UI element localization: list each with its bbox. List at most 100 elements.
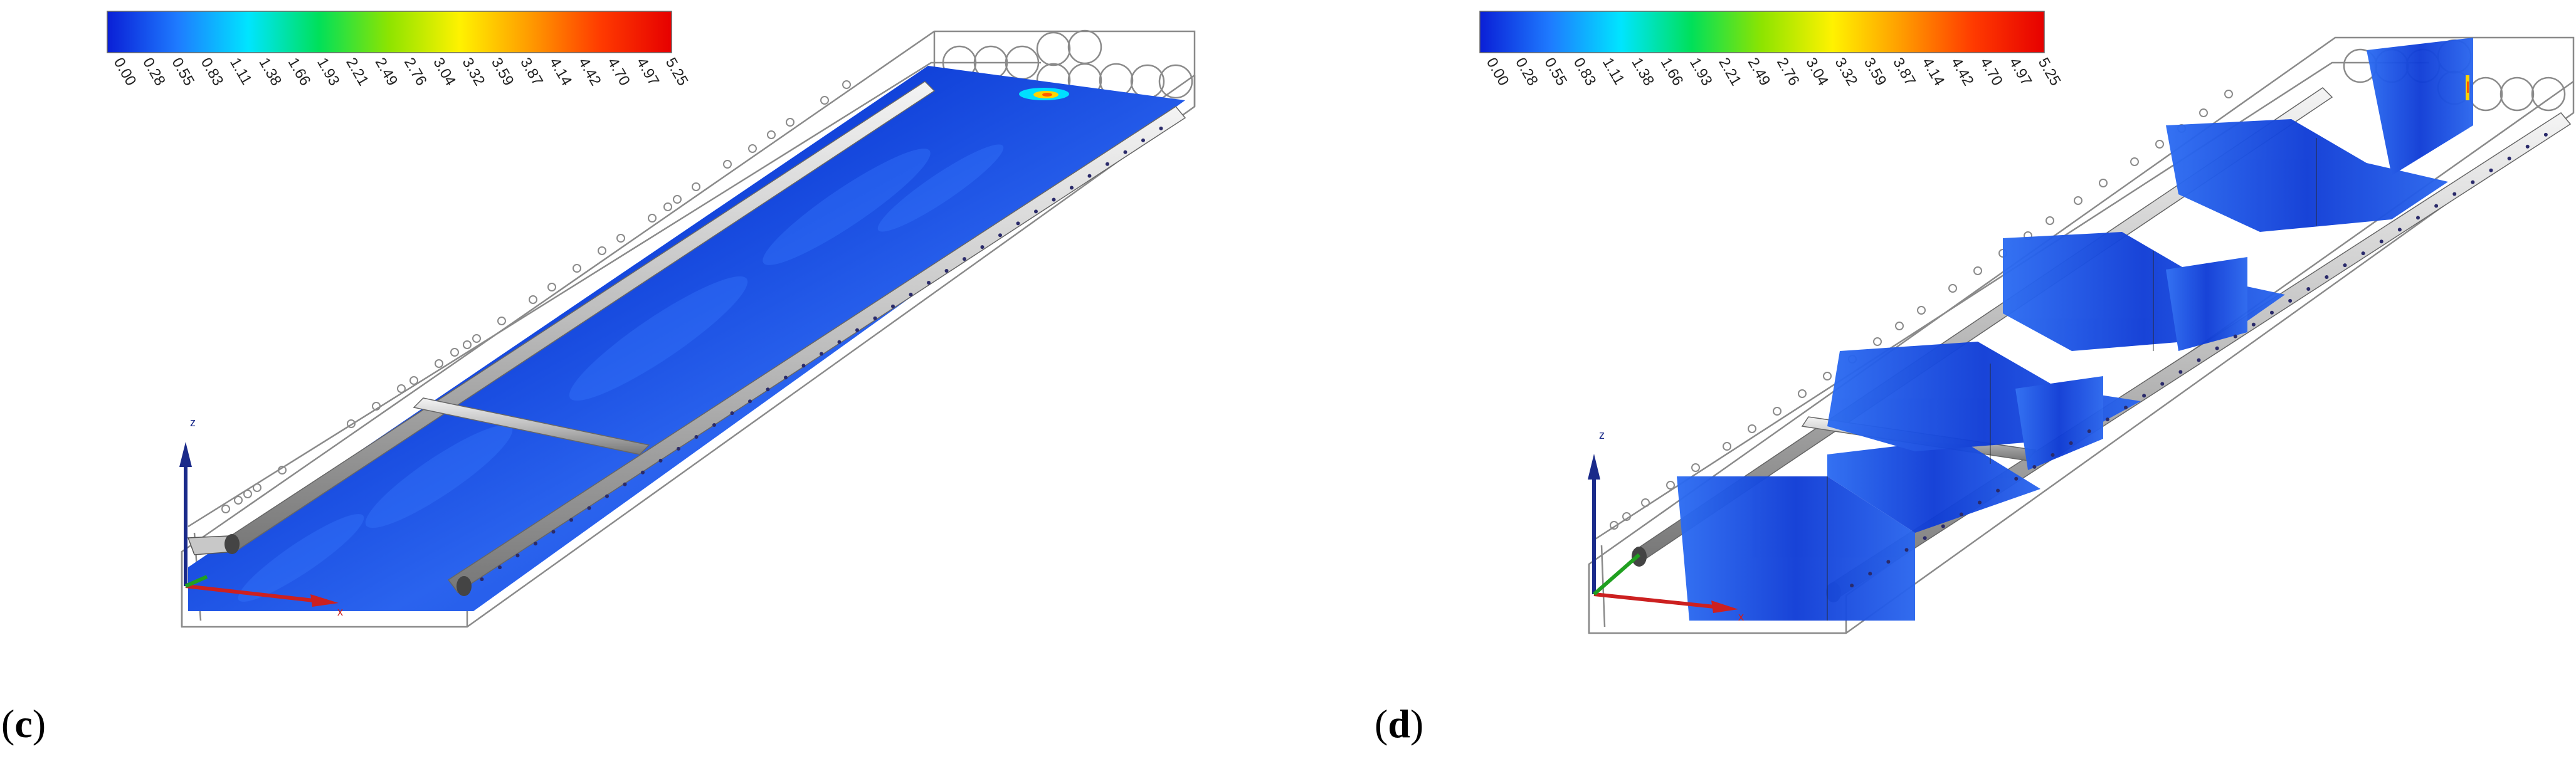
nozzle-dot [2379, 239, 2383, 244]
axis-triad: z x [1588, 429, 1744, 623]
nozzle-dot [998, 233, 1002, 238]
colorbar-gradient [107, 11, 672, 53]
axis-z-label: z [1599, 429, 1605, 441]
nozzle-dot [2069, 441, 2073, 445]
nozzle-dot [587, 506, 591, 510]
nozzle-dot [927, 280, 931, 285]
nozzle-dot [855, 328, 859, 332]
nozzle-dot [873, 316, 877, 320]
nozzle-dot [623, 482, 627, 486]
nozzle-dot [1087, 174, 1092, 178]
colorbar-tick-label: 4.97 [633, 55, 662, 89]
nozzle-dot [944, 269, 949, 273]
nozzle-dot [641, 470, 645, 475]
nozzle-dot [1996, 488, 2000, 493]
nozzle-dot [2361, 251, 2365, 256]
nozzle-dot [605, 494, 609, 498]
nozzle-dot [569, 518, 573, 522]
colorbar-tick-label: 1.38 [1628, 55, 1657, 89]
colorbar-tick-label: 4.42 [575, 55, 604, 89]
colorbar-tick-label: 0.00 [110, 55, 140, 89]
nozzle-dot [1868, 572, 1872, 576]
hotspot [2466, 75, 2469, 100]
colorbar-tick-label: 2.49 [372, 55, 401, 89]
nozzle-dot [658, 458, 663, 463]
end-plate-holes [942, 29, 1193, 99]
slice-edges [1827, 138, 2317, 621]
nozzle-dot [2032, 464, 2037, 469]
nozzle-dot [2288, 298, 2293, 303]
colorbar-tick-label: 4.42 [1948, 55, 1977, 89]
colorbar-tick-label: 0.55 [168, 55, 198, 89]
nozzle-dot [2087, 429, 2091, 434]
nozzle-dot [820, 352, 823, 356]
flow-texture [238, 144, 1004, 602]
nozzle-dot [2543, 132, 2548, 137]
colorbar-tick-label: 1.93 [1686, 55, 1716, 89]
nozzle-dot [2105, 417, 2109, 422]
nozzle-dot [2270, 310, 2274, 315]
caption-c: (c) [1, 701, 46, 746]
colorbar-tick-label: 2.76 [401, 55, 430, 89]
nozzle-dot [2452, 192, 2457, 196]
nozzle-dot [766, 387, 770, 392]
colorbar-tick-label: 3.59 [488, 55, 517, 89]
nozzle-dot [2233, 334, 2237, 338]
nozzle-dot [2142, 394, 2146, 398]
nozzle-dot [694, 434, 699, 439]
nozzle-dot [1159, 126, 1163, 130]
nozzle-dot [748, 399, 752, 404]
nozzle-dot [1070, 186, 1074, 190]
colorbar-tick-label: 1.38 [255, 55, 285, 89]
nozzle-dot [677, 446, 680, 451]
side-wall-holes [221, 80, 851, 513]
axis-x-label: x [337, 606, 343, 618]
nozzle-dot [2489, 168, 2493, 172]
nozzle-dot [551, 530, 556, 534]
colorbar-tick-label: 5.25 [2035, 55, 2064, 89]
nozzle-dot [534, 542, 537, 546]
colorbar-tick-label: 0.83 [1570, 55, 1600, 89]
nozzle-row [480, 126, 1163, 582]
nozzle-dot [2325, 275, 2329, 280]
nozzle-dot [909, 292, 913, 296]
nozzle-dot [2471, 180, 2475, 184]
colorbar-tick-label: 3.59 [1861, 55, 1890, 89]
nozzle-dot [963, 257, 966, 261]
axis-z-label: z [190, 416, 196, 429]
colorbar-tick-label: 1.11 [1599, 55, 1628, 88]
nozzle-row [1850, 132, 2548, 588]
nozzle-dot [1106, 162, 1109, 166]
axis-x-label: x [1738, 611, 1744, 623]
nozzle-dot [1941, 524, 1945, 528]
nozzle-dot [1034, 209, 1038, 214]
colorbar-tick-label: 4.14 [546, 55, 576, 89]
colorbar-tick-label: 4.14 [1919, 55, 1948, 89]
nozzle-dot [1850, 584, 1854, 588]
nozzle-dot [2051, 453, 2055, 457]
nozzle-dot [730, 411, 734, 416]
colorbar-tick-label: 1.93 [314, 55, 343, 89]
rods [187, 81, 1186, 596]
colorbar-tick-label: 2.21 [342, 55, 372, 89]
nozzle-dot [2197, 358, 2201, 362]
hotspot [1019, 88, 1069, 100]
nozzle-dot [2215, 346, 2219, 350]
colorbar-tick-label: 0.55 [1541, 55, 1570, 89]
colorbar-tick-label: 3.04 [430, 55, 459, 89]
colorbar-gradient [1479, 11, 2045, 53]
axis-triad: z x [179, 416, 343, 618]
nozzle-dot [2507, 156, 2511, 160]
nozzle-dot [480, 577, 484, 582]
colorbar-tick-label: 1.11 [226, 55, 255, 88]
nozzle-dot [2343, 263, 2347, 268]
colorbar-tick-label: 3.87 [517, 55, 546, 89]
nozzle-dot [801, 364, 806, 368]
velocity-slices [1677, 38, 2473, 621]
colorbar-tick-label: 0.28 [1512, 55, 1541, 89]
